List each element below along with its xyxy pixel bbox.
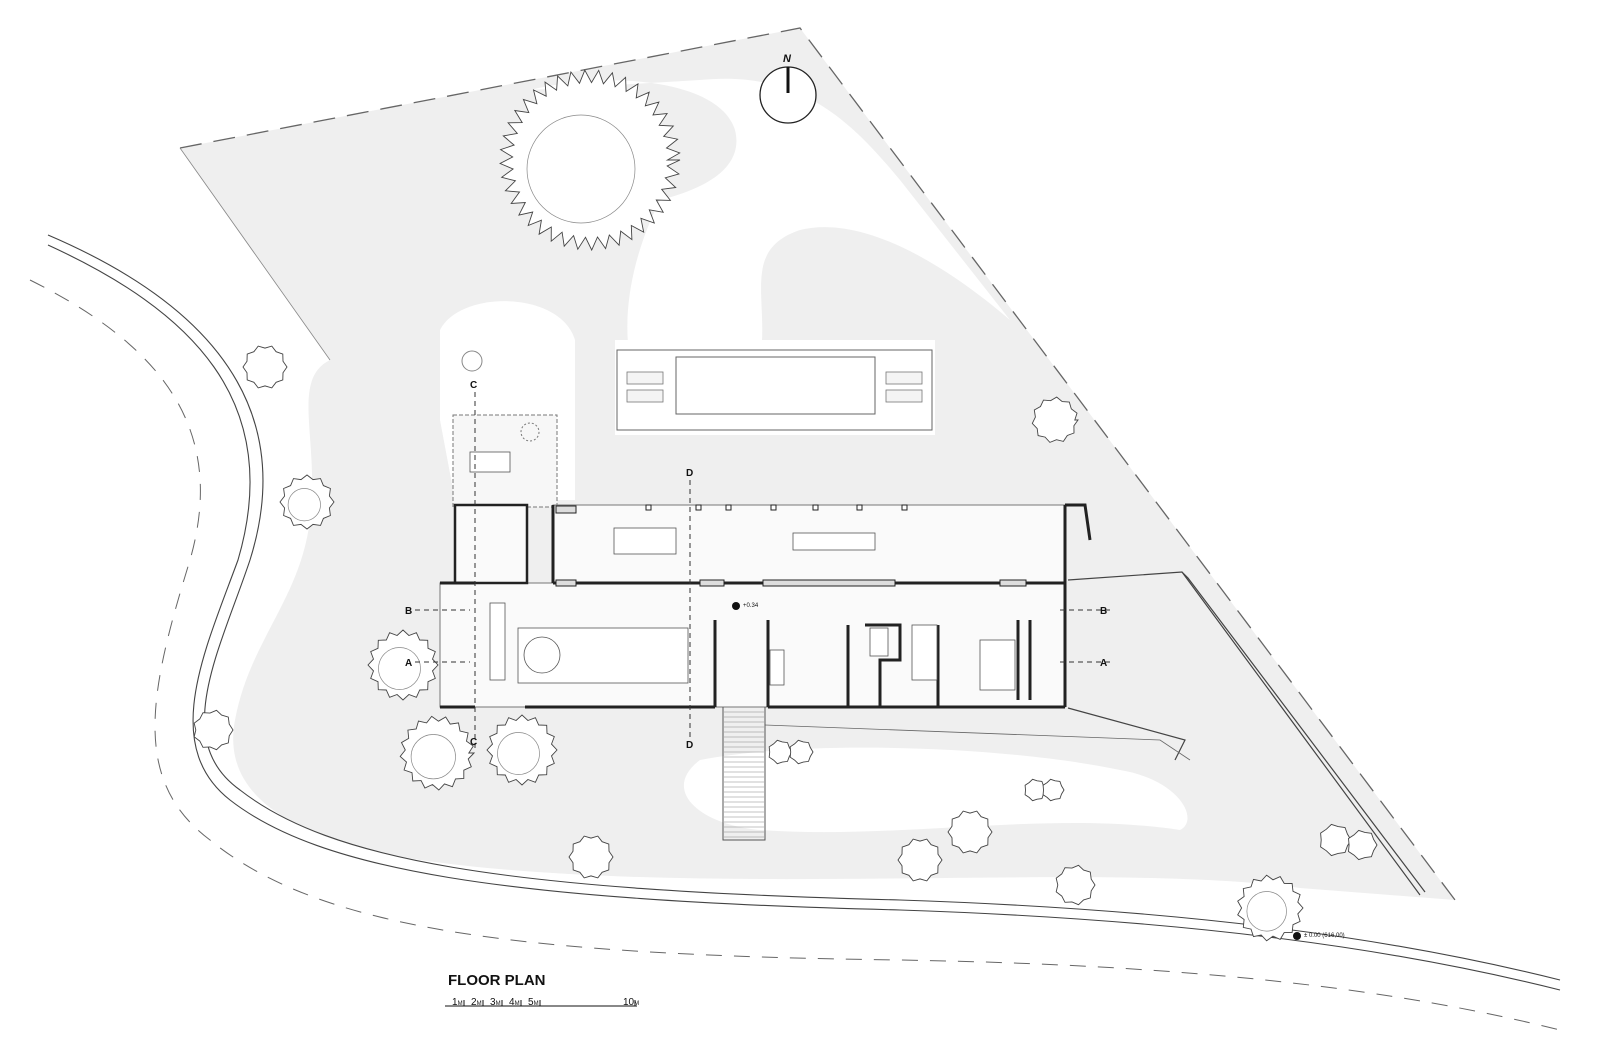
tree-icon — [1348, 829, 1378, 861]
north-label: N — [783, 53, 792, 65]
road-centerline — [29, 279, 1561, 1031]
east-deck — [1067, 571, 1426, 896]
tree-canopy-inner — [378, 647, 421, 690]
scale-bar: 1M 2M 3M 4M 5M 10M — [445, 997, 639, 1008]
tree-icon — [947, 810, 993, 854]
site-edge — [179, 147, 331, 361]
tree-icon — [367, 629, 439, 701]
section-marker-b-right: B — [1100, 606, 1107, 617]
windows — [555, 505, 1027, 587]
entry-stairs — [722, 707, 766, 841]
road-edge-outer — [47, 234, 1561, 981]
tree-icon — [193, 709, 234, 751]
tree-icon — [399, 715, 476, 791]
furniture — [489, 527, 1016, 691]
tree-icon — [1055, 864, 1096, 906]
sun-loungers — [626, 371, 923, 403]
section-marker-d-bottom: D — [686, 740, 693, 751]
tree-icon — [486, 714, 558, 786]
tree-icon — [897, 838, 943, 882]
scale-tick-label: 2M — [471, 997, 482, 1008]
scale-tick-label: 1M — [452, 997, 463, 1008]
tree-icon — [1031, 396, 1079, 443]
tree-icon — [242, 345, 288, 389]
tree-icon — [568, 835, 614, 879]
section-marker-c-bottom: C — [470, 737, 477, 748]
tree-icon — [768, 739, 793, 765]
entry-path — [764, 724, 1191, 761]
section-marker-b-left: B — [405, 606, 412, 617]
section-marker-a-left: A — [405, 658, 412, 669]
section-lines — [415, 392, 1110, 750]
fire-pit — [520, 422, 540, 442]
drawing-title: FLOOR PLAN — [448, 972, 546, 989]
scale-tick-label: 10M — [623, 997, 639, 1008]
tree-canopy-inner — [497, 732, 540, 775]
lawn-area-north — [530, 78, 1010, 360]
level-site-text: ± 0.00 (616,00) — [1304, 933, 1345, 939]
scale-tick-label: 5M — [528, 997, 539, 1008]
tree-icon — [1237, 874, 1304, 942]
level-mark-site: ± 0.00 (616,00) — [1293, 932, 1345, 940]
section-marker-c-top: C — [470, 380, 477, 391]
north-arrow: N — [759, 53, 817, 124]
tree-icon — [279, 474, 335, 530]
outdoor-shower — [461, 350, 483, 372]
road-edge-inner — [47, 244, 1561, 991]
property-boundary — [179, 27, 1456, 901]
level-interior-text: +0.34 — [743, 603, 759, 609]
scale-tick-label: 4M — [509, 997, 520, 1008]
terrace-columns — [645, 504, 908, 511]
tree-icon — [499, 69, 681, 252]
tree-canopy-inner — [1246, 891, 1287, 932]
swimming-pool — [675, 356, 876, 415]
tree-icon — [1024, 778, 1047, 802]
section-marker-a-right: A — [1100, 658, 1107, 669]
lawn-area-south — [683, 747, 1188, 833]
tree-icon — [1320, 823, 1352, 857]
tree-canopy-inner — [410, 734, 456, 780]
tree-canopy-inner — [287, 488, 321, 522]
level-mark-interior: +0.34 — [732, 602, 759, 610]
bathroom-block — [453, 503, 529, 585]
outdoor-table — [469, 451, 511, 473]
tree-canopy-inner — [526, 114, 636, 224]
scale-tick-label: 3M — [490, 997, 501, 1008]
tree-icon — [789, 739, 814, 765]
tree-icon — [1042, 778, 1065, 802]
section-marker-d-top: D — [686, 468, 693, 479]
